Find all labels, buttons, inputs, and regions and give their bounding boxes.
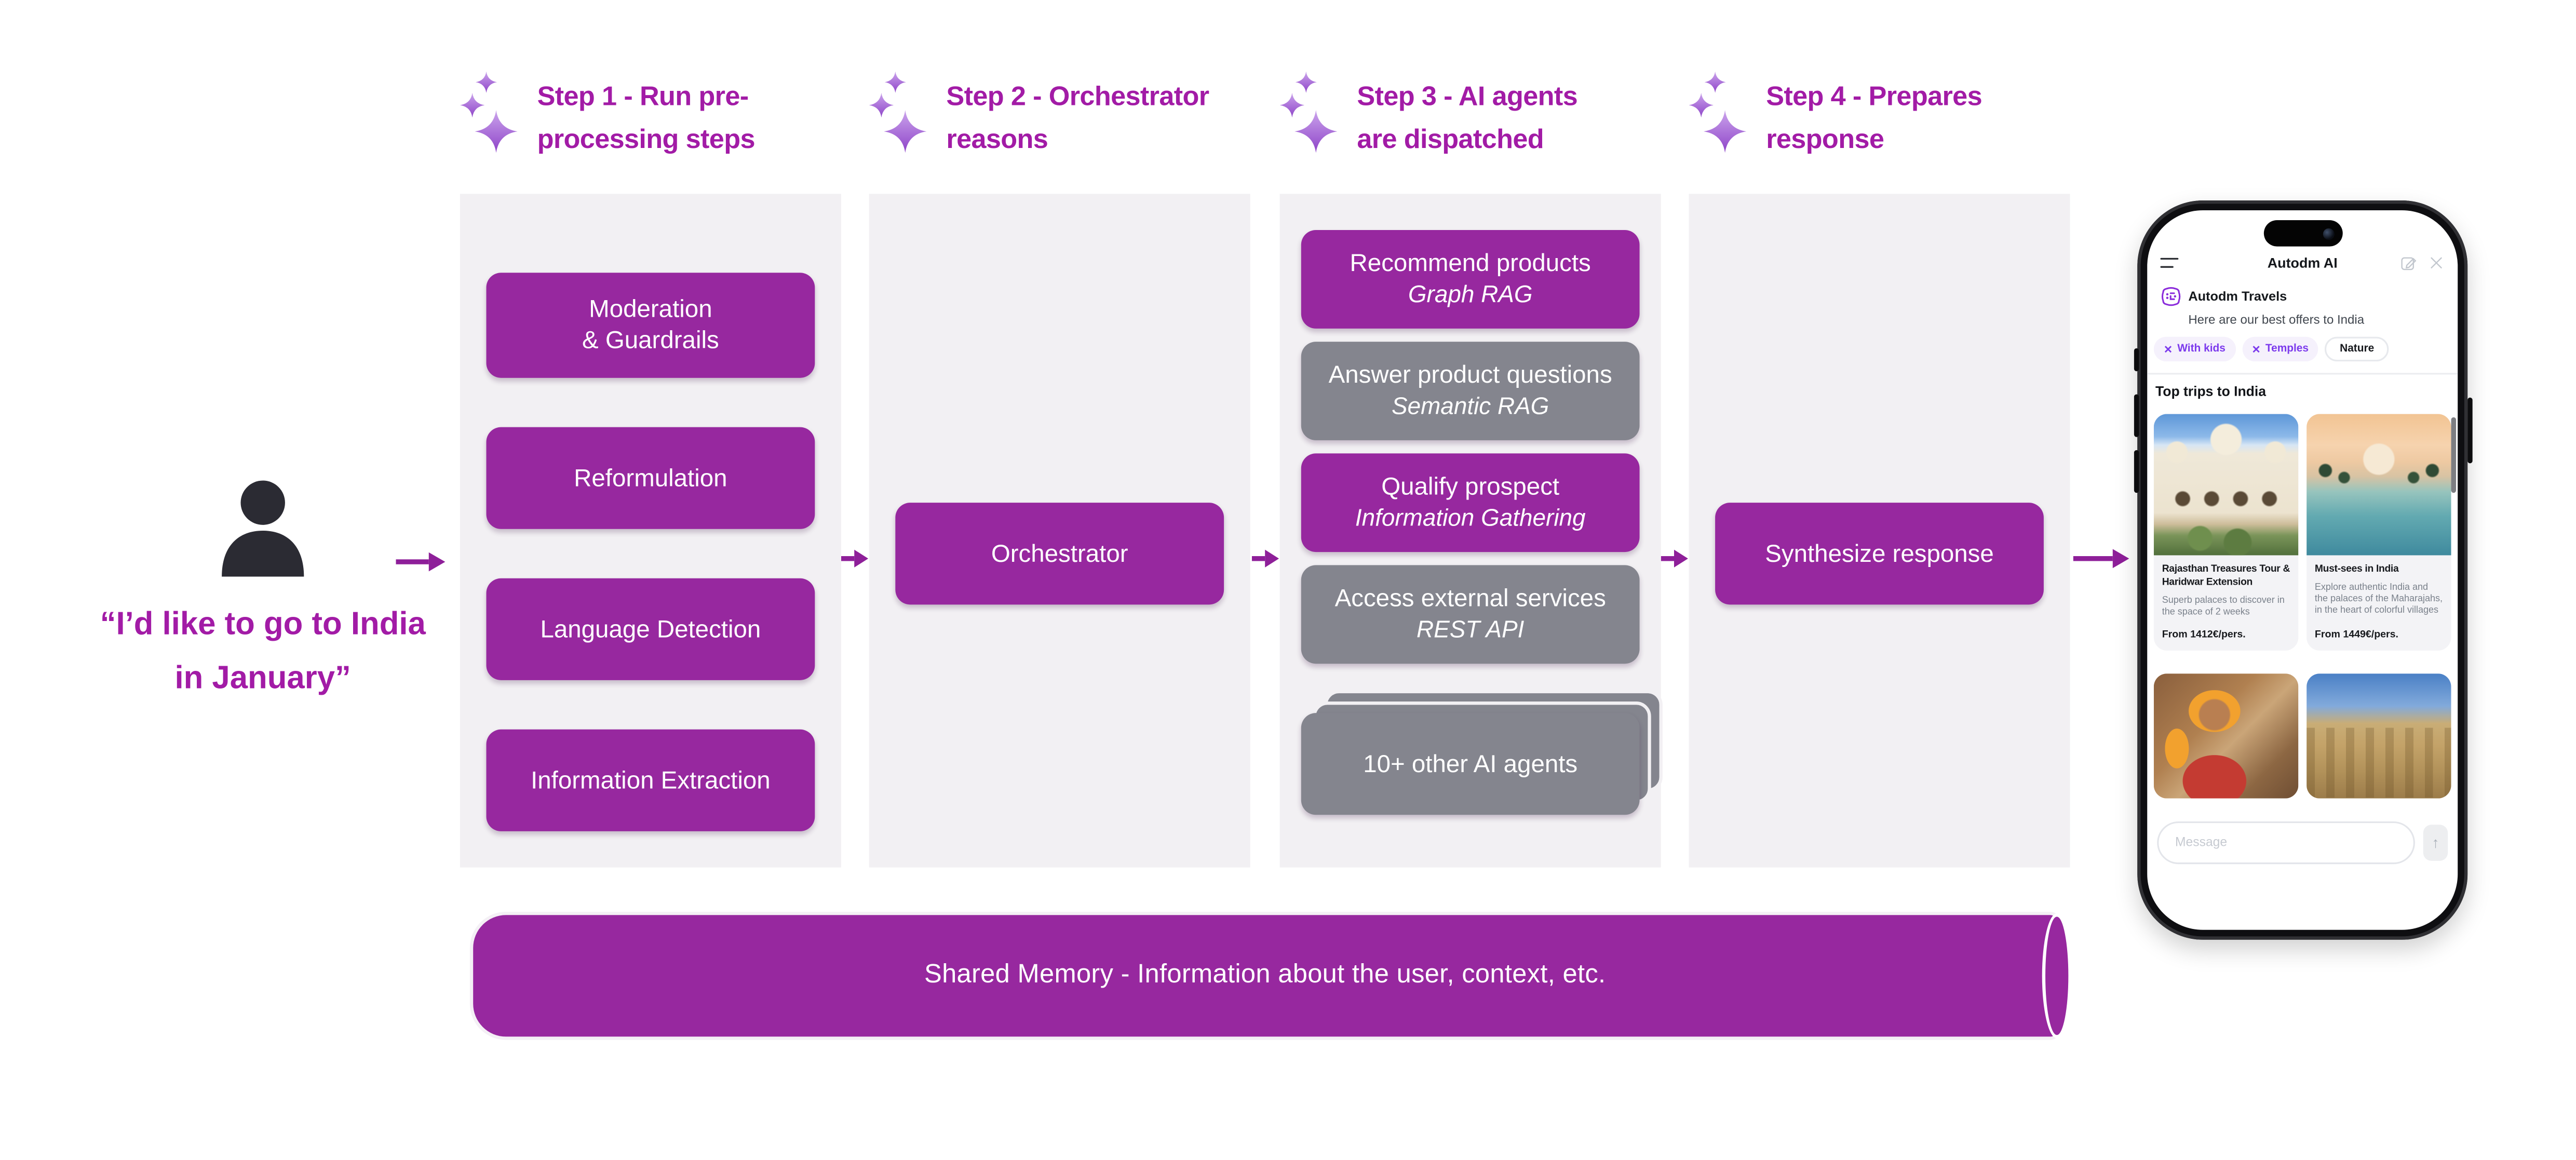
varanasi-ghats-photo[interactable] (2307, 673, 2451, 799)
taj-mahal-sunset-photo (2307, 414, 2451, 556)
section-title: Top trips to India (2155, 383, 2267, 399)
agent-box-other-agents: 10+ other AI agents (1301, 713, 1640, 815)
phone-volume-up-button (2133, 394, 2138, 437)
composer: ↑ (2157, 820, 2448, 864)
trip-title: Rajasthan Treasures Tour & Haridwar Exte… (2162, 563, 2290, 588)
message-input[interactable] (2157, 820, 2415, 864)
close-icon[interactable] (2428, 254, 2445, 271)
synthesize-response-box: Synthesize response (1715, 503, 2044, 605)
trip-price: From 1449€/pers. (2314, 629, 2398, 641)
sparkles-icon (1689, 71, 1747, 153)
process-box-information-extraction: Information Extraction (486, 729, 815, 831)
filter-chip-temples[interactable]: ✕ Temples (2242, 336, 2319, 362)
arrow-step3-to-step4-icon (1661, 547, 1689, 570)
step-4-header: Step 4 - Prepares response (1689, 69, 1982, 161)
filter-chip-nature[interactable]: Nature (2325, 336, 2389, 362)
process-box-moderation: Moderation & Guardrails (486, 273, 815, 378)
menu-icon[interactable] (2160, 257, 2180, 269)
step-3-header: Step 3 - AI agents are dispatched (1279, 69, 1578, 161)
app-title: Autodm AI (2267, 254, 2338, 272)
agent-stack: 10+ other AI agents (1301, 690, 1663, 815)
remove-icon[interactable]: ✕ (2163, 344, 2173, 356)
phone-action-button (2133, 348, 2138, 372)
indian-woman-portrait-photo[interactable] (2153, 673, 2299, 799)
orchestrator-box: Orchestrator (895, 503, 1224, 605)
step-1-header: Step 1 - Run pre- processing steps (460, 69, 755, 161)
sparkles-icon (1279, 71, 1338, 153)
step-3-title: Step 3 - AI agents are dispatched (1357, 82, 1578, 155)
shared-memory-bar: Shared Memory - Information about the us… (473, 913, 2072, 1038)
phone-screen: Autodm AI (2147, 210, 2458, 930)
trip-description: Superb palaces to discover in the space … (2162, 595, 2285, 618)
dynamic-island (2263, 220, 2342, 247)
autodm-logo-icon (2161, 287, 2181, 306)
phone-volume-down-button (2133, 450, 2138, 493)
process-box-language-detection: Language Detection (486, 578, 815, 680)
trip-description: Explore authentic India and the palaces … (2314, 582, 2443, 617)
filter-chip-with-kids[interactable]: ✕ With kids (2153, 336, 2235, 362)
bot-message: Here are our best offers to India (2188, 312, 2365, 327)
trip-price: From 1412€/pers. (2162, 629, 2246, 641)
send-button[interactable]: ↑ (2423, 824, 2448, 860)
process-box-reformulation: Reformulation (486, 427, 815, 529)
cylinder-cap (2042, 913, 2072, 1038)
shared-memory-label: Shared Memory - Information about the us… (924, 961, 1606, 989)
phone-mockup: Autodm AI (2133, 200, 2472, 940)
step-3-panel: Recommend products Graph RAG Answer prod… (1279, 194, 1663, 868)
arrow-step4-to-phone-icon (2072, 547, 2131, 570)
step-1-panel: Moderation & Guardrails Reformulation La… (460, 194, 841, 868)
camera-icon (2323, 227, 2335, 239)
bot-name: Autodm Travels (2188, 289, 2287, 304)
trip-card-must-sees[interactable]: Must-sees in India Explore authentic Ind… (2307, 414, 2451, 651)
divider (2147, 373, 2458, 375)
scrollbar[interactable] (2451, 417, 2456, 493)
arrow-step1-to-step2-icon (841, 547, 869, 570)
user-quote: “I’d like to go to India in January” (100, 606, 426, 697)
sparkles-icon (869, 71, 927, 153)
agent-box-recommend-products: Recommend products Graph RAG (1301, 230, 1640, 329)
phone-power-button (2466, 397, 2472, 464)
step-4-panel: Synthesize response (1689, 194, 2070, 868)
step-1-title: Step 1 - Run pre- processing steps (537, 82, 756, 155)
step-2-header: Step 2 - Orchestrator reasons (869, 69, 1209, 161)
bot-message-header: Autodm Travels (2161, 286, 2287, 307)
remove-icon[interactable]: ✕ (2251, 344, 2261, 356)
trip-title: Must-sees in India (2314, 563, 2399, 575)
trip-cards: Rajasthan Treasures Tour & Haridwar Exte… (2153, 414, 2451, 651)
agent-box-qualify-prospect: Qualify prospect Information Gathering (1301, 453, 1640, 552)
filter-chips: ✕ With kids ✕ Temples Nature (2153, 336, 2389, 362)
agent-box-external-services: Access external services REST API (1301, 565, 1640, 664)
trip-card-rajasthan[interactable]: Rajasthan Treasures Tour & Haridwar Exte… (2153, 414, 2299, 651)
step-4-title: Step 4 - Prepares response (1766, 82, 1982, 155)
app-header: Autodm AI (2160, 250, 2445, 276)
user-icon (222, 480, 304, 577)
arrow-step2-to-step3-icon (1251, 547, 1280, 570)
sparkles-icon (460, 71, 518, 153)
step-2-title: Step 2 - Orchestrator reasons (946, 82, 1209, 155)
step-2-panel: Orchestrator (869, 194, 1250, 868)
rajasthan-palace-photo (2153, 414, 2299, 556)
photo-gallery (2153, 673, 2451, 799)
agent-box-answer-questions: Answer product questions Semantic RAG (1301, 342, 1640, 440)
arrow-user-to-step1-icon (394, 550, 447, 573)
compose-icon[interactable] (2400, 254, 2417, 271)
